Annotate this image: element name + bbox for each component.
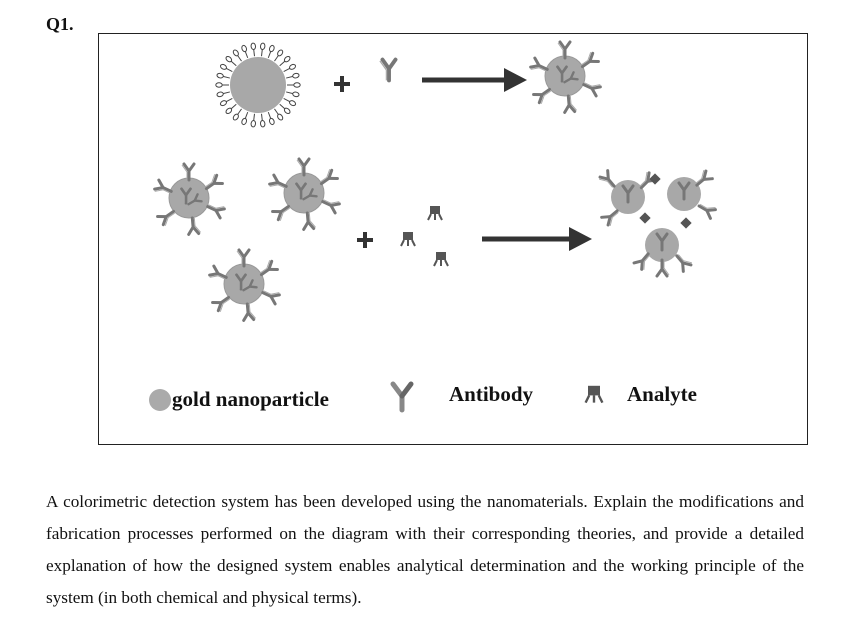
- analyte-3: [433, 251, 449, 267]
- plus-sign-middle: [357, 232, 373, 248]
- diagram-canvas: [149, 34, 718, 446]
- legend-antibody-label: Antibody: [449, 382, 534, 406]
- functionalized-particle-3: [209, 250, 280, 320]
- question-paragraph: A colorimetric detection system has been…: [46, 492, 804, 607]
- legend-antibody-icon: [393, 384, 411, 410]
- diagram-figure: gold nanoparticle Antibody Analyte: [98, 33, 808, 445]
- arrow-middle: [482, 227, 592, 251]
- arrow-top: [422, 68, 527, 92]
- question-number: Q1.: [46, 14, 74, 34]
- antibody-top: [377, 57, 398, 83]
- analyte-1: [427, 205, 443, 221]
- functionalized-particle-2: [269, 159, 340, 229]
- functionalized-particle-top: [530, 42, 601, 112]
- bare-gold-nanoparticle: [215, 42, 301, 128]
- analyte-2: [400, 231, 416, 247]
- plus-sign-top: [334, 76, 350, 92]
- legend-analyte-label: Analyte: [627, 382, 697, 406]
- aggregated-cluster: [596, 167, 718, 278]
- legend-analyte-icon: [584, 384, 604, 404]
- legend-gold-nanoparticle-label: gold nanoparticle: [172, 387, 329, 411]
- legend-gold-nanoparticle-icon: [149, 389, 171, 411]
- functionalized-particle-1: [154, 164, 225, 234]
